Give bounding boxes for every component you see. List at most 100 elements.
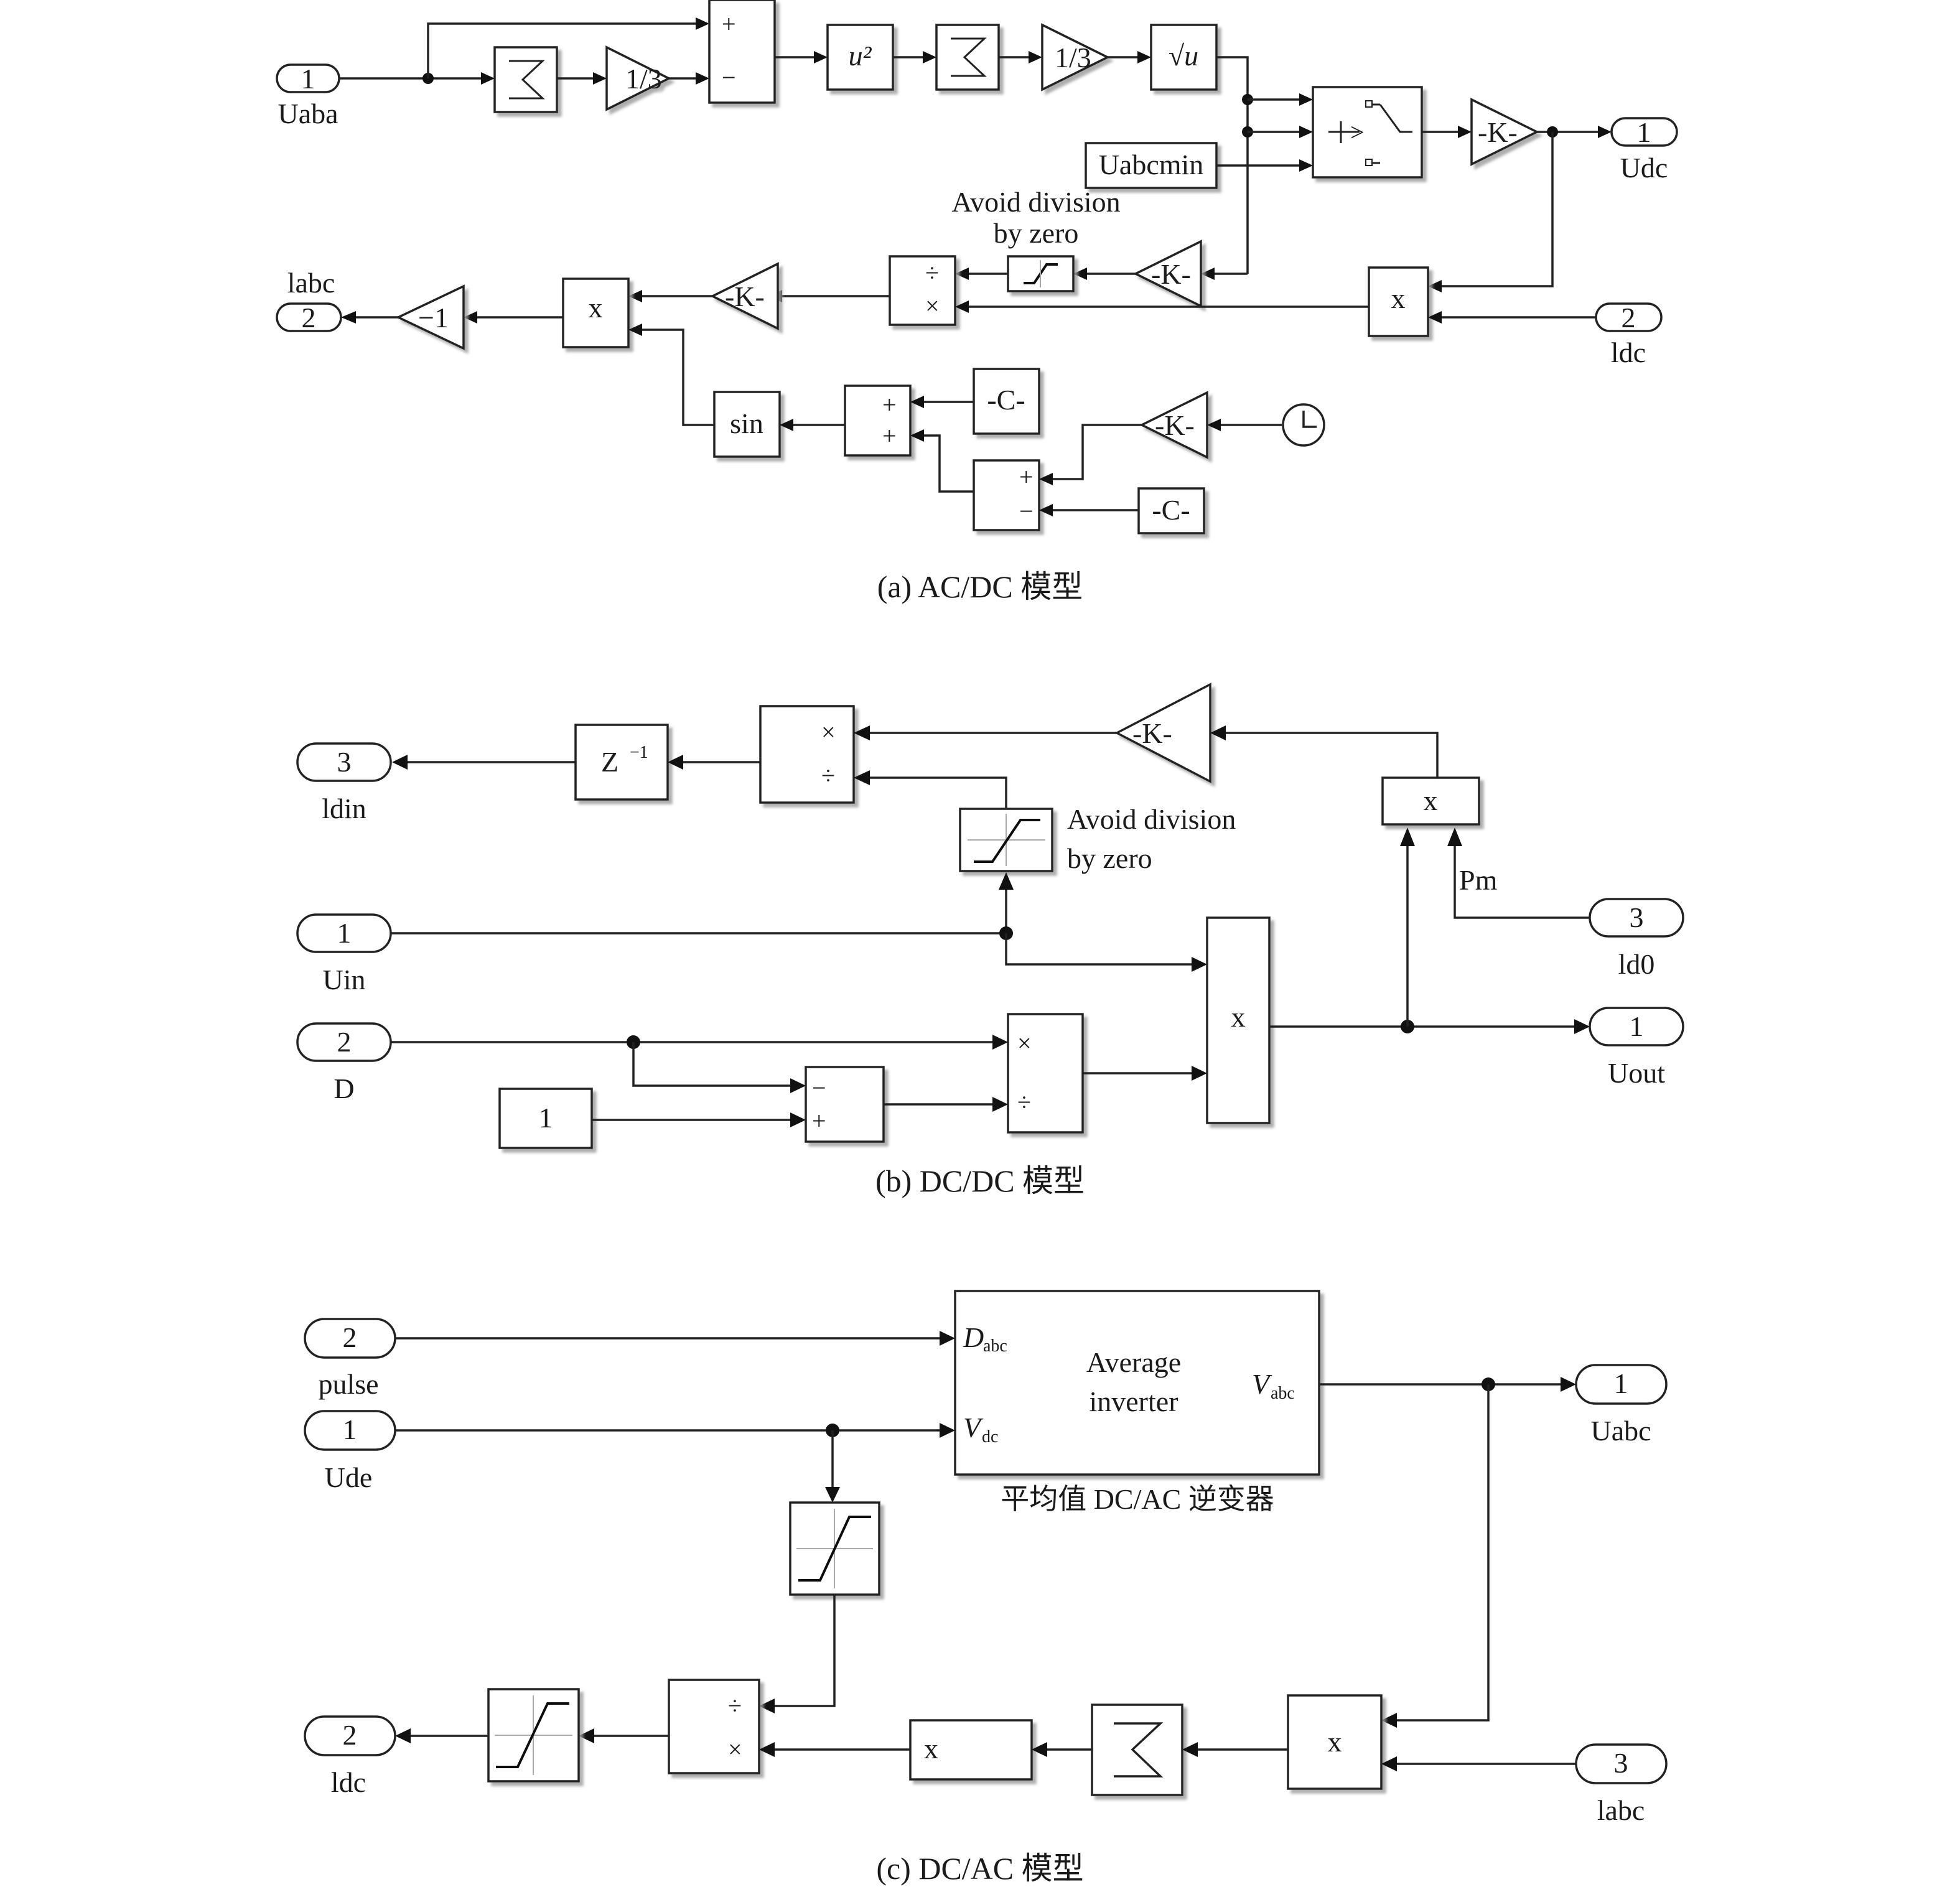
svg-text:-K-: -K- (1132, 717, 1172, 749)
average-inverter-block[interactable] (954, 1290, 1320, 1476)
divide-block-b2[interactable]: × ÷ (1007, 1013, 1084, 1134)
outport-uout[interactable]: 1 (1589, 1007, 1684, 1046)
svg-text:−: − (812, 1074, 826, 1102)
svg-text:×: × (925, 292, 940, 320)
svg-text:−1: −1 (418, 302, 449, 333)
gain-one-third-2[interactable]: 1/3 (1041, 23, 1110, 91)
svg-text:÷: ÷ (925, 259, 939, 287)
outport-ldin-label: ldin (322, 793, 366, 824)
diagram-c-dcac-model: 2 pulse 1 Ude D abc V dc Average inverte… (304, 1290, 1668, 1886)
outport-uabc[interactable]: 1 (1575, 1364, 1668, 1405)
divide-block-b[interactable]: × ÷ (759, 705, 855, 804)
product-block-c[interactable]: x (1287, 1694, 1383, 1790)
outport-labc-a[interactable]: 2 (276, 302, 342, 333)
inverter-port-vout-sub: abc (1271, 1384, 1295, 1403)
inport-pulse[interactable]: 2 (304, 1318, 396, 1359)
product-block-a-left[interactable]: x (562, 277, 630, 348)
svg-text:+: + (722, 10, 736, 38)
outport-ldc-c-label: ldc (331, 1766, 366, 1798)
sum-block-1[interactable] (493, 46, 558, 113)
outport-udc-label: Udc (1620, 152, 1668, 184)
inverter-title-2: inverter (1089, 1386, 1178, 1417)
avoid-division-label-a-2: by zero (994, 217, 1079, 249)
gain-k-b[interactable]: -K- (1114, 683, 1211, 783)
const-c-lower[interactable]: -C- (1137, 487, 1205, 534)
avoid-division-label-b-1: Avoid division (1067, 803, 1236, 835)
sum-block-2[interactable] (935, 24, 1000, 91)
inport-labc-c-label: labc (1597, 1794, 1645, 1826)
outport-labc-a-label: labc (287, 267, 335, 299)
saturation-avoid-div-b[interactable] (959, 808, 1053, 872)
svg-text:Z: Z (601, 746, 618, 778)
caption-a: (a) AC/DC 模型 (877, 569, 1083, 604)
svg-text:+: + (882, 422, 897, 450)
clock-icon[interactable] (1282, 403, 1325, 447)
svg-text:−1: −1 (630, 743, 648, 762)
svg-text:sin: sin (730, 408, 763, 439)
inport-uin[interactable]: 1 (296, 913, 392, 953)
outport-udc[interactable]: 1 (1610, 116, 1678, 148)
product-block-b[interactable]: x (1206, 916, 1271, 1124)
sum-plus-minus-a-lower[interactable]: + − (973, 459, 1040, 531)
sum-plus-minus-a[interactable]: + − (708, 0, 776, 104)
svg-text:1: 1 (1630, 1010, 1644, 1042)
sqrt-block[interactable]: √u (1150, 24, 1218, 91)
svg-text:1: 1 (301, 63, 315, 95)
outport-ldc-c[interactable]: 2 (304, 1715, 396, 1756)
square-block[interactable]: u² (826, 24, 894, 91)
divide-block-a[interactable]: ÷ × (889, 255, 956, 326)
inport-d[interactable]: 2 (296, 1022, 392, 1062)
svg-text:2: 2 (1622, 302, 1636, 333)
inport-uaba-label: Uaba (278, 98, 338, 129)
sum-block-c[interactable] (1091, 1704, 1183, 1796)
gain-k-clock-a[interactable]: -K- (1139, 391, 1208, 459)
gain-x-block-c[interactable]: x (909, 1719, 1033, 1781)
gain-neg-one[interactable]: −1 (395, 284, 465, 350)
svg-text:1: 1 (539, 1102, 553, 1134)
sum-plus-plus-a[interactable]: + + (844, 385, 912, 457)
const-uabcmin[interactable]: Uabcmin (1085, 142, 1218, 189)
svg-text:3: 3 (1614, 1747, 1628, 1779)
inport-ldc-a-label: ldc (1611, 337, 1646, 368)
inport-ude[interactable]: 1 (304, 1410, 396, 1451)
caption-b: (b) DC/DC 模型 (875, 1163, 1085, 1198)
const-one-b[interactable]: 1 (498, 1088, 593, 1149)
unit-delay-block[interactable]: Z −1 (574, 724, 669, 801)
inverter-title-1: Average (1086, 1346, 1181, 1378)
sin-block[interactable]: sin (713, 391, 781, 458)
outport-ldin[interactable]: 3 (296, 742, 392, 782)
svg-text:3: 3 (337, 746, 352, 778)
svg-text:2: 2 (337, 1026, 352, 1058)
gain-k-middle-a[interactable]: -K- (1133, 240, 1202, 308)
inport-d-label: D (334, 1073, 354, 1104)
avoid-division-label-b-2: by zero (1067, 842, 1152, 874)
inport-uaba[interactable]: 1 (276, 63, 340, 95)
inport-ld0-label: ld0 (1618, 948, 1655, 980)
svg-text:3: 3 (1630, 902, 1644, 933)
gain-k-udc[interactable]: -K- (1470, 98, 1539, 166)
inverter-label: 平均值 DC/AC 逆变器 (1001, 1483, 1274, 1515)
inport-labc-c[interactable]: 3 (1575, 1743, 1668, 1784)
switch-block[interactable]: > (1312, 86, 1423, 179)
gain-k-left-a[interactable]: -K- (710, 262, 779, 330)
svg-text:x: x (1391, 282, 1406, 314)
inport-ld0[interactable]: 3 (1589, 898, 1684, 938)
saturation-c-bottom[interactable] (487, 1688, 580, 1783)
svg-text:1: 1 (337, 917, 352, 949)
svg-text:+: + (812, 1107, 826, 1135)
svg-text:1: 1 (343, 1414, 357, 1445)
inport-ldc-a[interactable]: 2 (1595, 302, 1663, 333)
saturation-avoid-div-a[interactable] (1007, 255, 1075, 292)
avoid-division-label-a-1: Avoid division (951, 186, 1120, 218)
diagram-a-acdc-model: 1 Uaba 1/3 + − (276, 0, 1678, 604)
gain-one-third-1[interactable]: 1/3 (605, 45, 671, 111)
saturation-c-top[interactable] (789, 1501, 880, 1596)
inport-uin-label: Uin (323, 964, 366, 995)
caption-c: (c) DC/AC 模型 (876, 1851, 1083, 1886)
sum-minus-plus-b[interactable]: − + (805, 1066, 885, 1143)
product-pm-block[interactable]: x (1381, 776, 1480, 826)
divide-block-c[interactable]: ÷ × (668, 1679, 760, 1774)
const-c-upper[interactable]: -C- (973, 368, 1040, 435)
svg-text:÷: ÷ (728, 1692, 742, 1720)
product-block-a-right[interactable]: x (1368, 266, 1429, 337)
